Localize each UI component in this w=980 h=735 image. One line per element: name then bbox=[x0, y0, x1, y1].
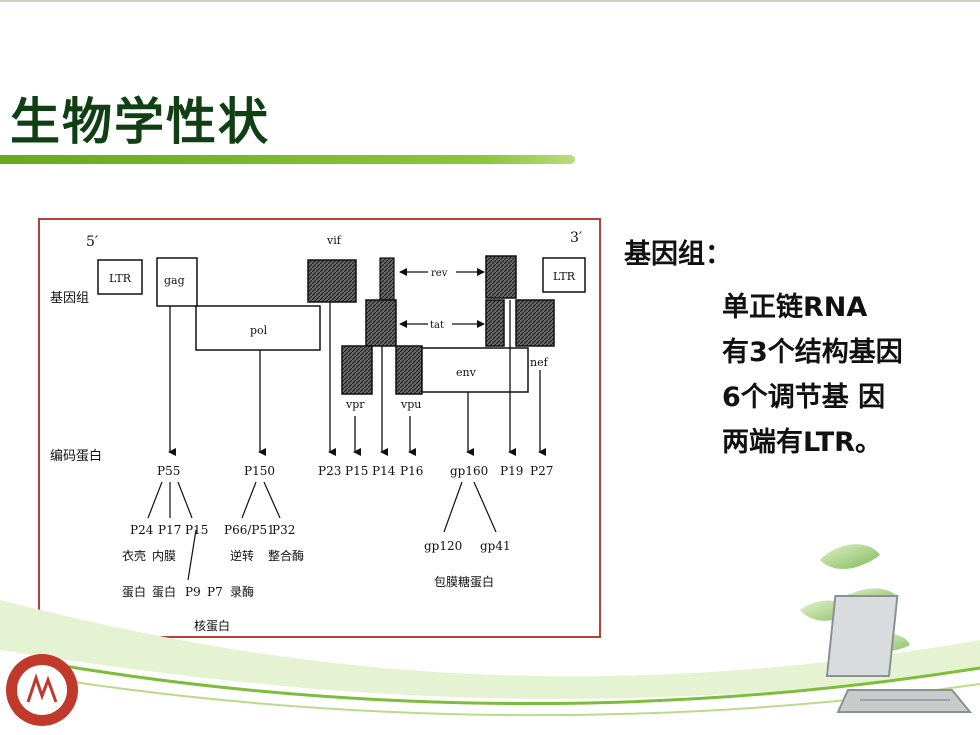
leaf-decoration bbox=[800, 544, 910, 652]
genome-diagram: 5′ 3′ 基因组 编码蛋白 LTR gag pol vif vpr vpu e… bbox=[50, 230, 586, 633]
note-nucleocapsid: 核蛋白 bbox=[194, 618, 230, 633]
protein-p7: P7 bbox=[207, 585, 223, 599]
nef-label: nef bbox=[530, 356, 549, 369]
note-matrix-2: 蛋白 bbox=[152, 584, 176, 599]
footer-wave-white bbox=[0, 650, 980, 735]
title-underline bbox=[0, 155, 575, 164]
protein-p15: P15 bbox=[345, 464, 368, 478]
protein-p66-p51: P66/P51 bbox=[224, 523, 275, 537]
ltr-left-label: LTR bbox=[109, 272, 132, 285]
gag-box bbox=[156, 257, 198, 307]
top-divider bbox=[0, 0, 980, 2]
protein-p24: P24 bbox=[130, 523, 154, 537]
note-capsid: 衣壳 bbox=[122, 548, 146, 563]
rev-label: rev bbox=[431, 268, 448, 279]
protein-row-label: 编码蛋白 bbox=[50, 448, 102, 464]
genome-heading: 基因组： bbox=[624, 239, 732, 270]
protein-p23: P23 bbox=[318, 464, 341, 478]
pol-label: pol bbox=[250, 324, 268, 337]
protein-p19: P19 bbox=[500, 464, 523, 478]
env-label: env bbox=[456, 366, 477, 379]
vpu-box bbox=[395, 345, 423, 395]
rev-exon1-box bbox=[379, 257, 395, 301]
tat-label: tat bbox=[430, 320, 444, 331]
vpu-label: vpu bbox=[400, 398, 421, 411]
slide-title: 生物学性状 bbox=[10, 93, 270, 151]
note-rt: 逆转 bbox=[230, 548, 254, 563]
genome-facts-list: 单正链RNA 有3个结构基因 6个调节基 因 两端有LTR。 bbox=[722, 285, 903, 465]
nef-box bbox=[515, 299, 555, 347]
tat-exon1-box bbox=[365, 299, 397, 347]
tat-exon2-box bbox=[485, 299, 505, 347]
note-capsid-2: 蛋白 bbox=[122, 584, 146, 599]
protein-p14: P14 bbox=[372, 464, 396, 478]
fact-item: 6个调节基 因 bbox=[722, 382, 886, 413]
fact-item: 有3个结构基因 bbox=[722, 337, 903, 368]
genome-row-label: 基因组 bbox=[50, 291, 89, 306]
protein-gp120: gp120 bbox=[424, 539, 462, 553]
protein-gp160: gp160 bbox=[450, 464, 488, 478]
ltr-right-box bbox=[542, 257, 586, 293]
protein-p32: P32 bbox=[272, 523, 295, 537]
vpr-label: vpr bbox=[345, 398, 365, 411]
protein-p15-gag: P15 bbox=[185, 523, 208, 537]
footer-line-green bbox=[39, 660, 980, 706]
end-5-label: 5′ bbox=[86, 234, 98, 250]
protein-p9: P9 bbox=[185, 585, 201, 599]
note-matrix: 内膜 bbox=[152, 549, 176, 563]
protein-p16: P16 bbox=[400, 464, 423, 478]
vif-label: vif bbox=[326, 234, 342, 247]
protein-p150: P150 bbox=[244, 464, 275, 478]
protein-p27: P27 bbox=[530, 464, 553, 478]
vpr-box bbox=[341, 345, 373, 395]
genome-description: 基因组： 单正链RNA 有3个结构基因 6个调节基 因 两端有LTR。 bbox=[624, 232, 903, 465]
gag-label: gag bbox=[164, 274, 185, 287]
note-rt-2: 录酶 bbox=[230, 584, 254, 599]
note-integrase: 整合酶 bbox=[268, 548, 304, 563]
hiv-genome-figure: 5′ 3′ 基因组 编码蛋白 LTR gag pol vif vpr vpu e… bbox=[38, 218, 601, 638]
vif-box bbox=[307, 259, 357, 303]
rev-exon2-box bbox=[485, 255, 517, 299]
protein-p17: P17 bbox=[158, 523, 181, 537]
protein-gp41: gp41 bbox=[480, 539, 511, 553]
ltr-left-box bbox=[97, 259, 143, 295]
footer-line-light bbox=[59, 679, 980, 717]
ltr-right-label: LTR bbox=[553, 270, 576, 283]
cleavage-lines bbox=[147, 481, 497, 581]
fact-item: 单正链RNA bbox=[722, 292, 868, 323]
protein-p55: P55 bbox=[157, 464, 180, 478]
university-seal bbox=[6, 654, 78, 726]
pol-box bbox=[195, 305, 321, 351]
laptop-icon bbox=[825, 595, 973, 713]
end-3-label: 3′ bbox=[570, 230, 582, 246]
fact-item: 两端有LTR。 bbox=[722, 427, 882, 458]
note-envelope: 包膜糖蛋白 bbox=[434, 574, 494, 589]
